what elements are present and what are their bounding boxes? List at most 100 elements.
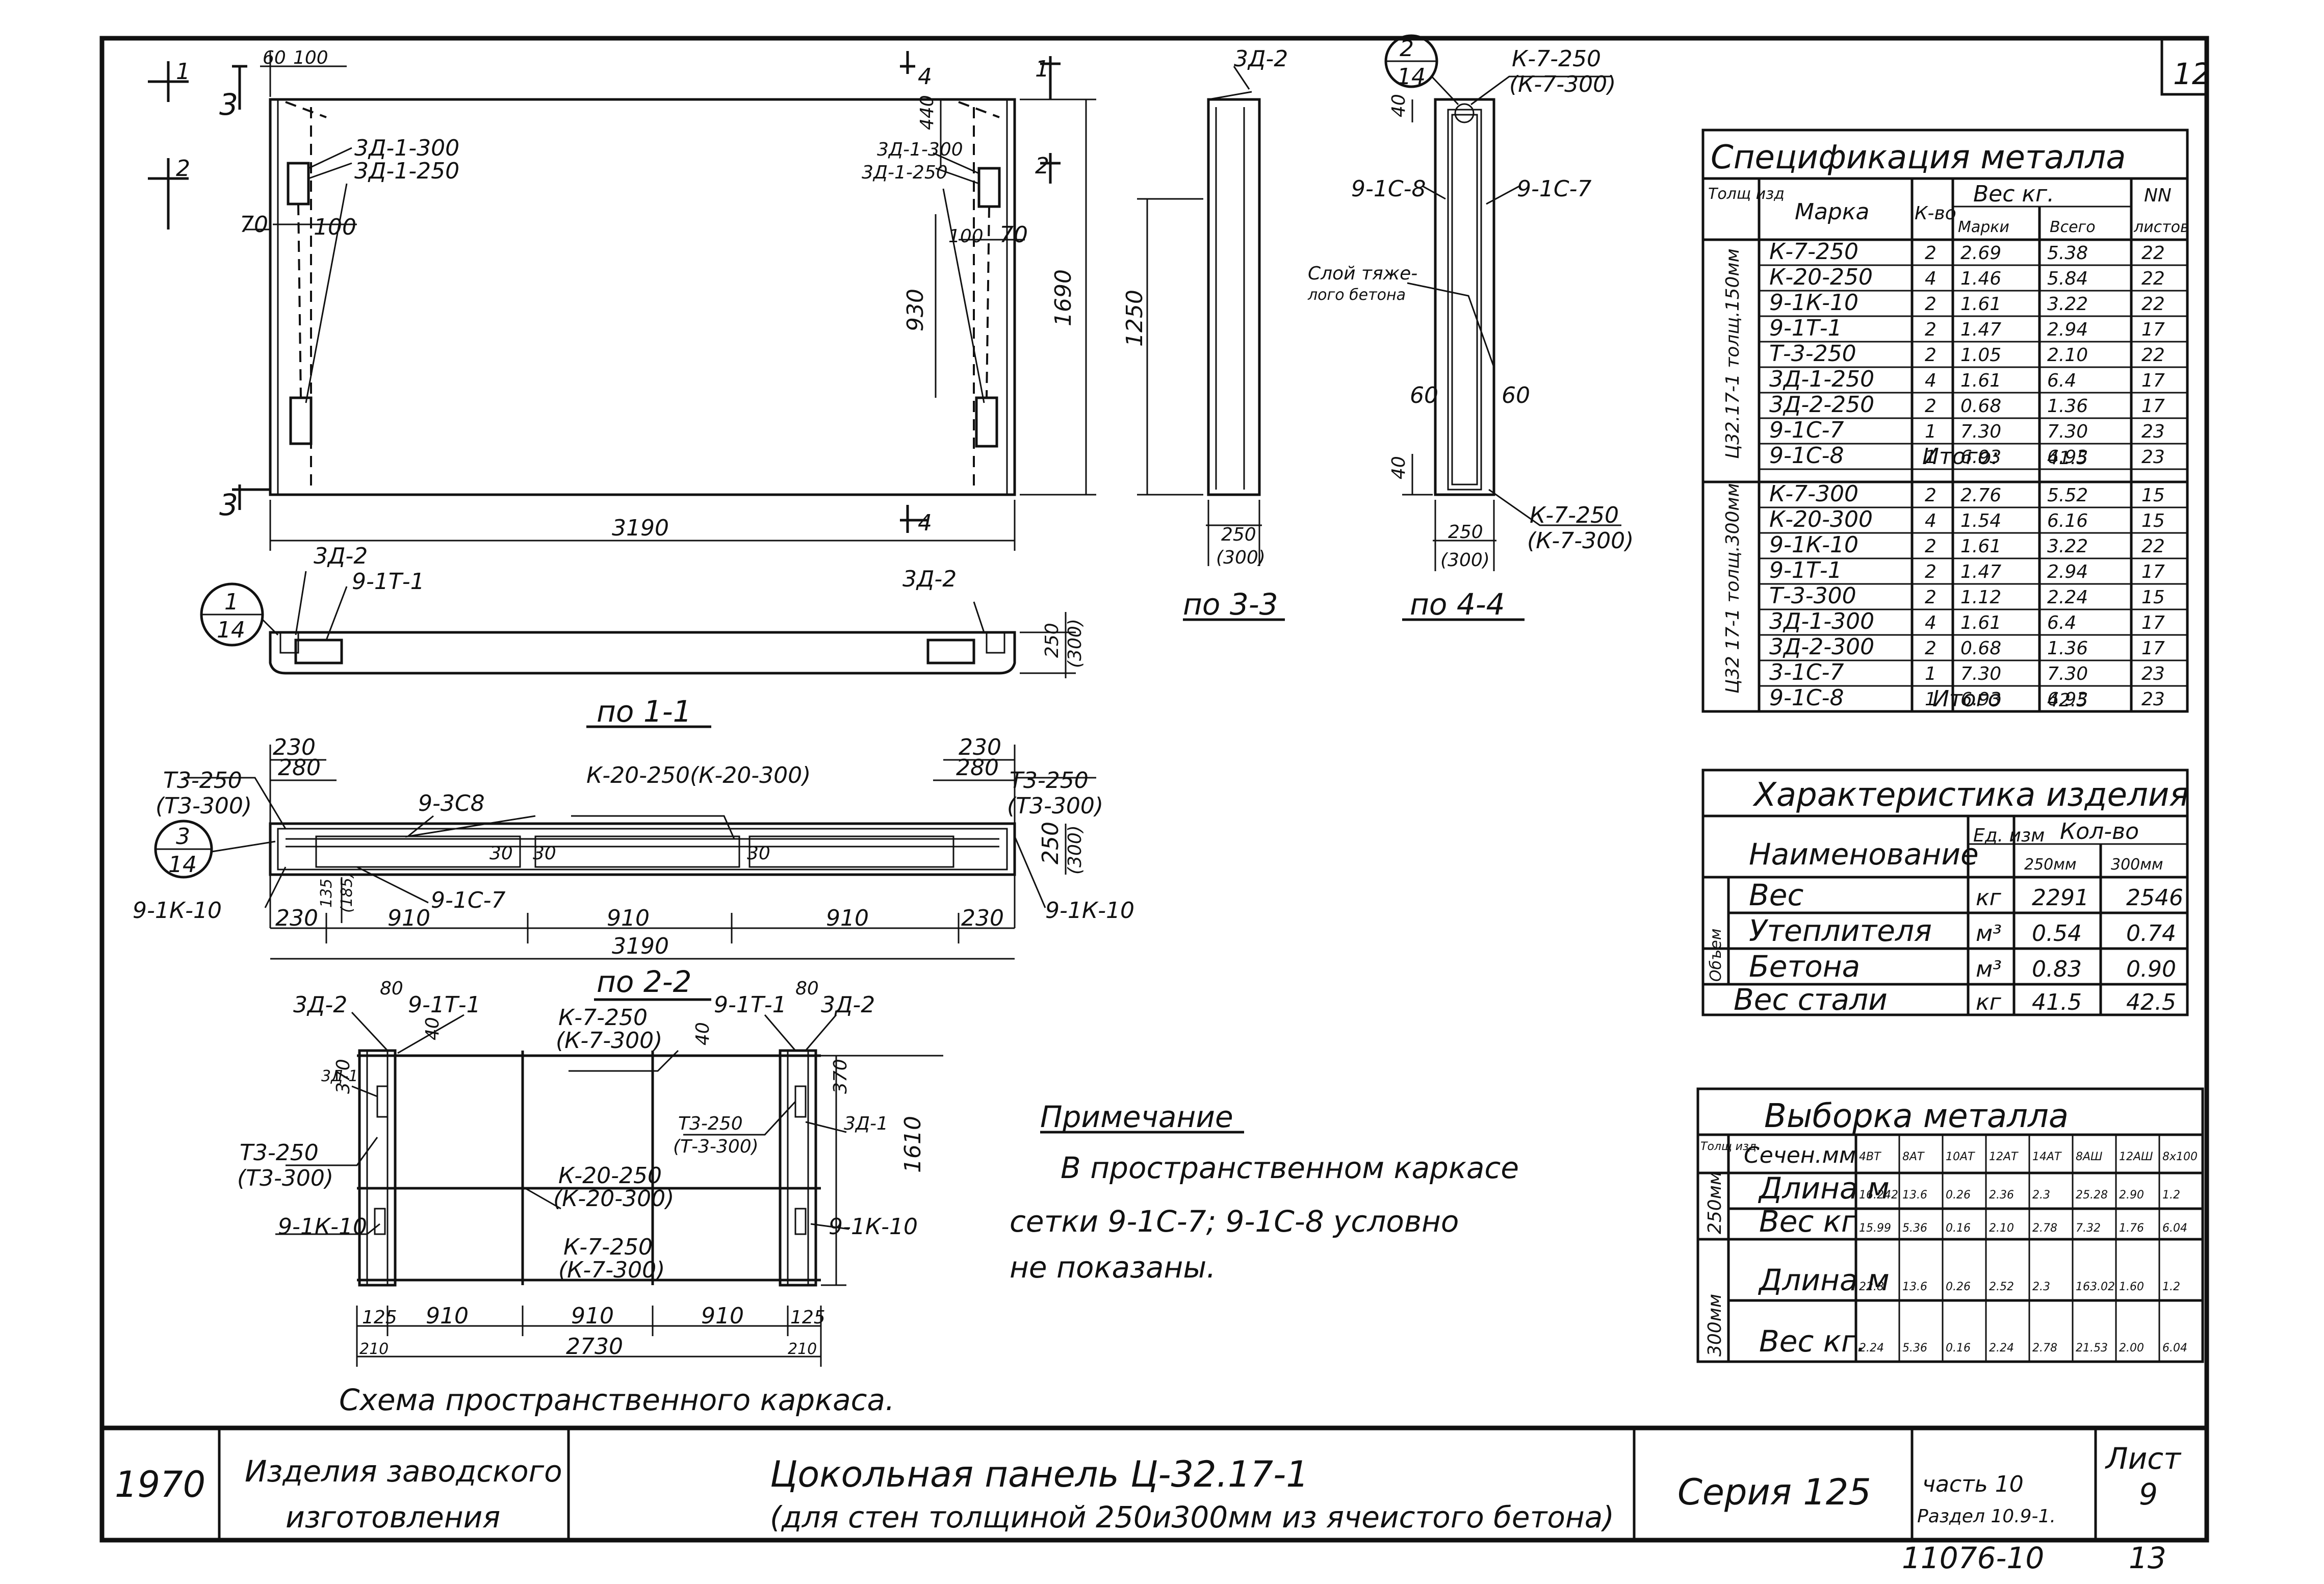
- doc-number: 11076-10: [1902, 1541, 2044, 1575]
- cut-2-label-r: 2: [1035, 153, 1049, 179]
- frame-dim-80-a: 80: [380, 978, 403, 999]
- plan-dim-135: 135: [318, 879, 335, 908]
- character-col-250: 250мм: [2024, 856, 2077, 874]
- frame-dim-40-a: 40: [422, 1017, 443, 1040]
- spec-cell: 1.61: [1960, 536, 2001, 557]
- dim-1690: 1690: [1050, 269, 1076, 326]
- spec-cell: 1: [1925, 689, 1936, 710]
- label-zd1-300: 3Д-1-300: [354, 135, 459, 161]
- selection-cell: 1.76: [2119, 1222, 2144, 1235]
- series: Серия 125: [1677, 1471, 1871, 1513]
- frame-k20-300: (К-20-300): [553, 1186, 674, 1212]
- plan-t3-250-b: Т3-250: [1010, 768, 1089, 794]
- sec44-dim-250: 250: [1448, 522, 1483, 543]
- label-zd1-250: 3Д-1-250: [354, 158, 459, 184]
- selection-cell: 13.6: [1902, 1281, 1927, 1293]
- frame-dim-125-b: 125: [790, 1307, 825, 1328]
- spec-cell: 23: [2141, 447, 2165, 468]
- bubble-2-bottom: 14: [1397, 64, 1426, 90]
- selection-cell: 0.16: [1946, 1222, 1971, 1235]
- spec-cell: 17: [2141, 370, 2165, 391]
- cut-1-label-r: 1: [1035, 56, 1049, 82]
- label-zd1-300-r: 3Д-1-300: [877, 139, 963, 160]
- section-1-1: [200, 571, 1076, 728]
- spec-cell: 2: [1925, 294, 1936, 315]
- character-cell-300: 2546: [2126, 885, 2183, 911]
- selection-cell: 6.04: [2162, 1342, 2187, 1355]
- sec11-dim-250: 250: [1042, 623, 1063, 658]
- spec-cell: 2.94: [2047, 319, 2088, 340]
- spec-title: Спецификация металла: [1711, 139, 2126, 176]
- frame-k7-250-b: К-7-250: [563, 1234, 653, 1260]
- selection-cell: 1.2: [2162, 1281, 2180, 1293]
- plan-dim-230-a: 230: [273, 734, 316, 760]
- spec-table-frame: [1701, 129, 2189, 713]
- frame-dim-210-a: 210: [359, 1340, 389, 1358]
- plan-dim-3190: 3190: [612, 933, 669, 959]
- dim-60: 60: [263, 47, 286, 68]
- section: Раздел 10.9-1.: [1917, 1506, 2056, 1527]
- spec-cell: 6.93: [2047, 447, 2088, 468]
- selection-cell: 2.90: [2119, 1189, 2144, 1202]
- plan-c7: 9-1С-7: [431, 887, 505, 913]
- character-cell-name: Вес: [1749, 878, 1803, 912]
- spec-cell: 1.05: [1960, 345, 2001, 366]
- selection-row-label: Вес кг.: [1759, 1324, 1866, 1359]
- character-unit-header: Ед. изм: [1973, 825, 2045, 846]
- spec-cell: 23: [2141, 421, 2165, 442]
- spec-cell: 1.36: [2047, 396, 2088, 417]
- spec-cell: 4: [1925, 510, 1936, 531]
- character-volume-label: Объем: [1707, 929, 1725, 982]
- plan-t3-250-a: Т3-250: [163, 768, 242, 794]
- spec-cell: 17: [2141, 638, 2165, 659]
- selection-col-header: 4ВТ: [1859, 1151, 1881, 1163]
- section-4-4: [1384, 34, 1621, 621]
- selection-cell: 2.3: [2032, 1281, 2050, 1293]
- category-line1: Изделия заводского: [245, 1454, 562, 1489]
- spec-cell: 2.76: [1960, 485, 2001, 506]
- frame-k7-250: К-7-250: [558, 1005, 648, 1031]
- spec-cell: 22: [2141, 268, 2165, 289]
- character-cell-name: Утеплителя: [1749, 913, 1932, 948]
- label-zd2-a: 3Д-2: [314, 543, 368, 569]
- spec-cell: 0.68: [1960, 396, 2001, 417]
- selection-cell: 2.78: [2032, 1342, 2057, 1355]
- plan-dim-185: (185): [338, 872, 356, 913]
- selection-cell: 1.60: [2119, 1281, 2144, 1293]
- spec-cell: 3Д-2-250: [1769, 392, 1874, 418]
- category-line2: изготовления: [286, 1500, 500, 1535]
- selection-col-header: 8АШ: [2076, 1151, 2103, 1163]
- frame-k7-300: (К-7-300): [556, 1028, 662, 1054]
- dim-1250: 1250: [1122, 290, 1148, 347]
- sec44-k7-300: (К-7-300): [1509, 71, 1616, 97]
- caption-section-3-3: по 3-3: [1183, 587, 1278, 622]
- spec-cell: 3.22: [2047, 536, 2088, 557]
- spec-hdr-weight: Вес кг.: [1973, 181, 2054, 207]
- spec-cell: 23: [2141, 689, 2165, 710]
- spec-cell: 1: [1925, 447, 1936, 468]
- selection-cell: 2.3: [2032, 1189, 2050, 1202]
- character-col-300: 300мм: [2111, 856, 2163, 874]
- plan-dim-910-b: 910: [607, 905, 650, 931]
- selection-cell: 2.52: [1989, 1281, 2014, 1293]
- selection-cell: 0.26: [1946, 1281, 1971, 1293]
- spec-cell: 5.52: [2047, 485, 2088, 506]
- dim-70-right: 70: [999, 222, 1028, 248]
- sec44-c8: 9-1С-8: [1351, 176, 1426, 202]
- character-title: Характеристика изделия: [1752, 776, 2189, 814]
- section-3-3: [1137, 66, 1285, 621]
- spec-cell: 2.69: [1960, 243, 2001, 264]
- plan-dim-910-c: 910: [826, 905, 869, 931]
- spec-cell: 4: [1925, 268, 1936, 289]
- spec-cell: 6.4: [2047, 612, 2076, 633]
- sec44-dim-60-l: 60: [1410, 382, 1438, 408]
- spec-cell: 9-1К-10: [1769, 290, 1858, 316]
- spec-cell: Т-3-300: [1769, 583, 1856, 609]
- page-number: 13: [2129, 1541, 2166, 1575]
- character-cell-300: 0.90: [2126, 956, 2176, 982]
- cut-4-label-b: 4: [918, 510, 932, 536]
- selection-cell: 13.6: [1902, 1189, 1927, 1202]
- spec-cell: К-20-300: [1769, 506, 1873, 532]
- frame-dim-1610: 1610: [900, 1116, 926, 1173]
